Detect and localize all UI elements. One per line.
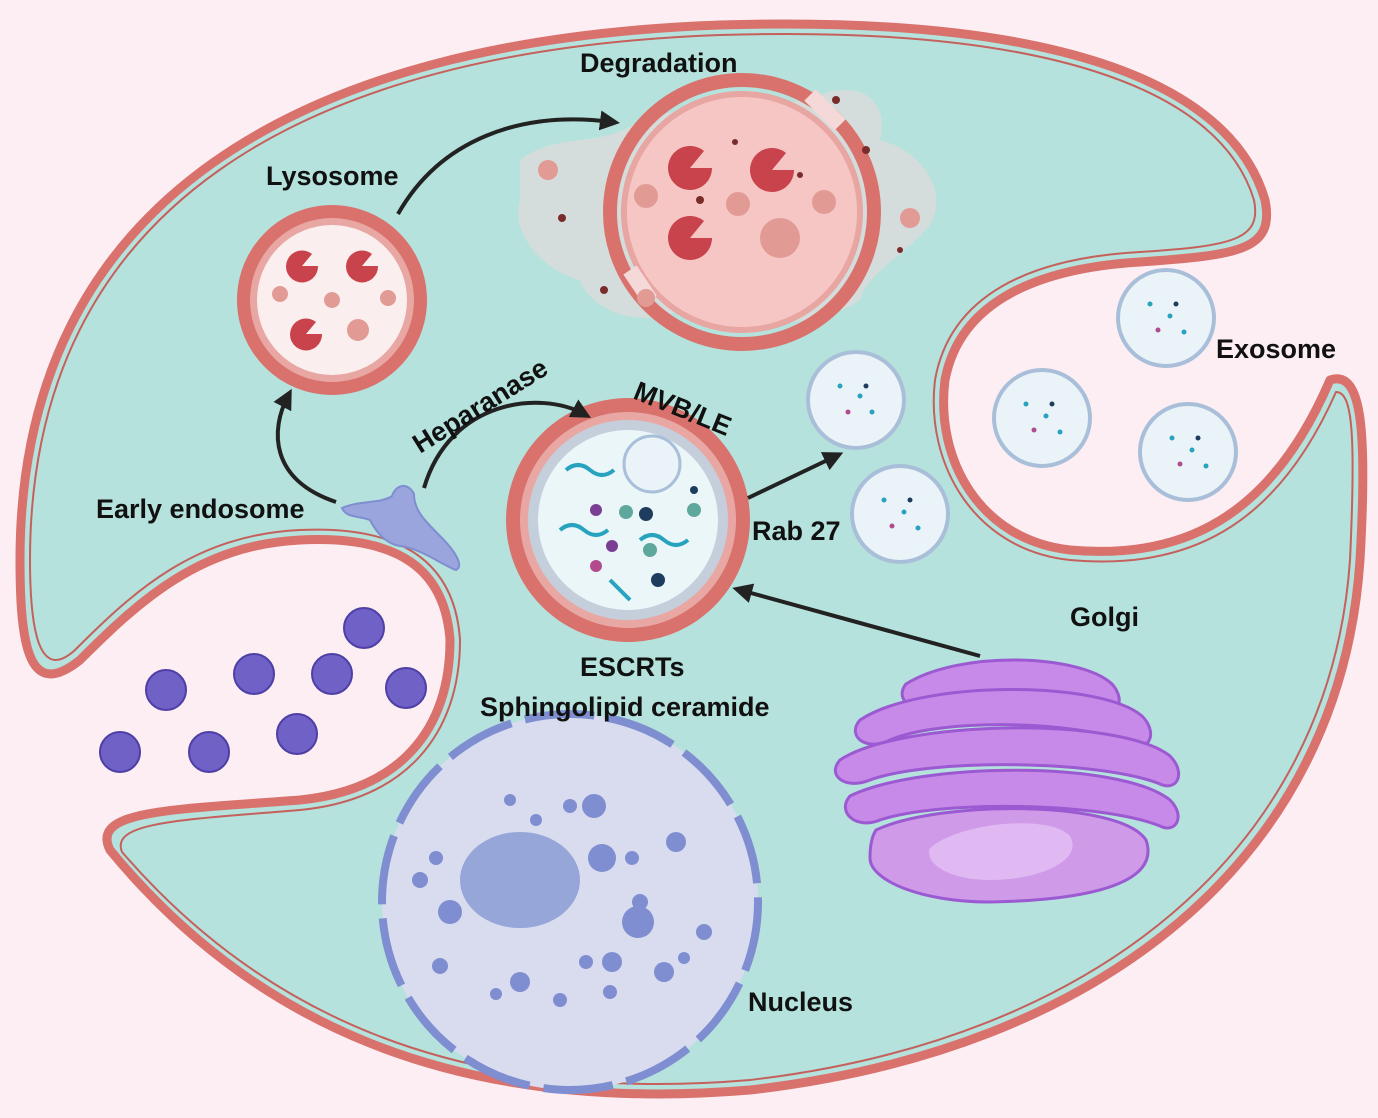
label-golgi: Golgi [1070,602,1139,632]
label-degradation: Degradation [580,48,738,78]
particle-icon [99,607,427,773]
arrow-endosome-to-mvb [422,399,592,489]
arrows [273,110,981,658]
label-lysosome: Lysosome [266,161,399,191]
label-sphingolipid: Sphingolipid ceramide [480,692,770,722]
early-endosome-icon [340,485,461,572]
arrow-golgi-to-mvb [732,583,981,658]
lysosome-icon [237,205,427,395]
degradation-icon [518,73,937,351]
golgi-icon [833,658,1181,904]
arrow-lysosome-to-degradation [396,110,620,215]
label-early-endosome: Early endosome [96,494,305,524]
arrow-mvb-to-exosome [747,452,844,500]
mvb-icon [506,398,750,642]
arrow-endosome-to-lysosome [273,388,337,504]
label-rab27: Rab 27 [752,516,841,546]
label-nucleus: Nucleus [748,987,853,1017]
nucleus-icon [378,710,762,1094]
label-escrts: ESCRTs [580,652,685,682]
label-exosome: Exosome [1216,334,1336,364]
exosome-icon [806,268,1238,564]
